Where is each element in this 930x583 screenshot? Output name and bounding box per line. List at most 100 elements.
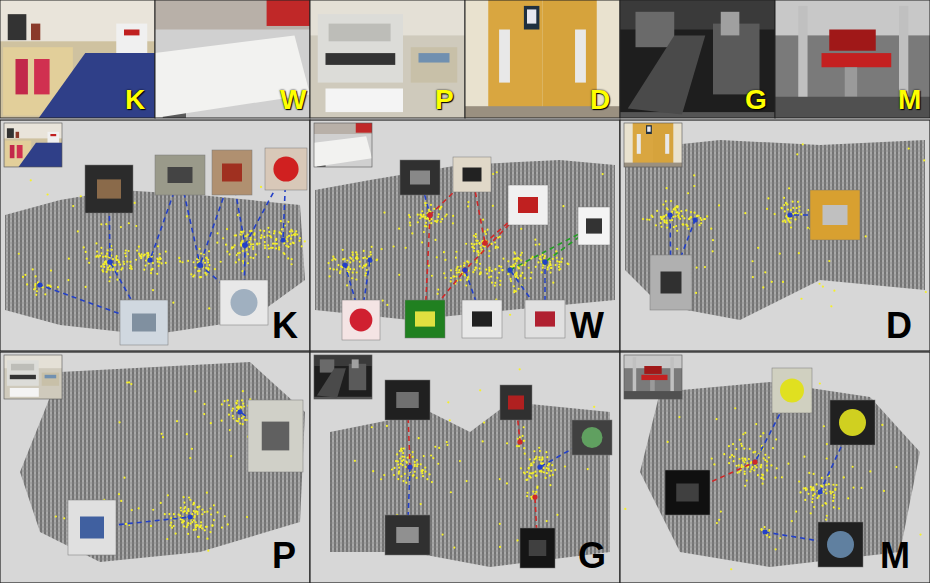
feature-point (68, 258, 70, 260)
feature-point (498, 265, 500, 267)
photo-shape (155, 35, 310, 118)
feature-point (502, 258, 504, 260)
feature-point (706, 215, 708, 217)
feature-point (116, 259, 118, 261)
landmark-dot (462, 267, 467, 272)
feature-point (847, 497, 849, 499)
landmark-dot (242, 242, 247, 247)
feature-point (566, 263, 568, 265)
feature-point (518, 288, 520, 290)
feature-point (811, 498, 813, 500)
feature-point (530, 496, 532, 498)
feature-point (440, 206, 442, 208)
feature-point (260, 237, 262, 239)
panel-border (0, 352, 310, 583)
thumbnail-image (650, 255, 692, 310)
landmark-dot (427, 212, 432, 217)
feature-point (175, 533, 177, 535)
feature-point (761, 529, 763, 531)
feature-point (549, 261, 551, 263)
thumbnail-object (823, 205, 848, 225)
feature-point (417, 214, 419, 216)
feature-point (57, 286, 59, 288)
inset-photo (4, 355, 62, 399)
feature-point (754, 451, 756, 453)
feature-point (198, 270, 200, 272)
feature-point (289, 230, 291, 232)
feature-point (695, 292, 697, 294)
feature-point (490, 275, 492, 277)
scene-letter: K (125, 86, 145, 114)
feature-point (409, 222, 411, 224)
landmark-dot (762, 529, 767, 534)
thumbnail-object (415, 311, 435, 326)
feature-point (515, 272, 517, 274)
feature-point (112, 258, 114, 260)
feature-point (256, 242, 258, 244)
feature-point (741, 464, 743, 466)
feature-point (111, 249, 113, 251)
feature-point (776, 467, 778, 469)
feature-point (238, 406, 240, 408)
feature-point (107, 269, 109, 271)
photo-shape (641, 375, 667, 380)
photo-shape (488, 0, 542, 109)
feature-point (425, 222, 427, 224)
feature-point (349, 268, 351, 270)
feature-point (333, 268, 335, 270)
feature-point (466, 278, 468, 280)
feature-point (455, 251, 457, 253)
feature-point (800, 298, 802, 300)
feature-point (398, 467, 400, 469)
feature-point (242, 260, 244, 262)
feature-point (422, 216, 424, 218)
thumbnail-object (676, 484, 699, 502)
feature-point (798, 209, 800, 211)
feature-point (272, 243, 274, 245)
feature-point (687, 228, 689, 230)
feature-point (260, 237, 262, 239)
feature-point (780, 207, 782, 209)
feature-point (404, 466, 406, 468)
feature-point (558, 269, 560, 271)
thumbnail-object (780, 379, 804, 403)
feature-point (206, 511, 208, 513)
feature-point (430, 204, 432, 206)
thumbnail-image (342, 300, 380, 340)
feature-point (813, 506, 815, 508)
feature-point (170, 517, 172, 519)
photo-shape (644, 366, 661, 374)
feature-point (455, 257, 457, 259)
thumbnail-image (810, 190, 860, 240)
feature-point (544, 477, 546, 479)
feature-point (693, 174, 695, 176)
feature-point (460, 265, 462, 267)
feature-point (757, 247, 759, 249)
scene-photo (155, 0, 310, 118)
feature-point (354, 460, 356, 462)
feature-point (665, 220, 667, 222)
thumbnail-image (578, 207, 610, 245)
map-letter: G (578, 538, 606, 574)
feature-point (195, 521, 197, 523)
feature-point (513, 258, 515, 260)
feature-point (671, 211, 673, 213)
photo-shape (620, 0, 775, 118)
feature-point (242, 270, 244, 272)
feature-point (766, 470, 768, 472)
feature-point (757, 474, 759, 476)
feature-point (208, 307, 210, 309)
thumbnail-object (396, 392, 419, 408)
feature-point (792, 207, 794, 209)
feature-point (524, 453, 526, 455)
feature-point (239, 252, 241, 254)
feature-point (46, 193, 48, 195)
feature-point (485, 268, 487, 270)
feature-point (393, 467, 395, 469)
feature-point (405, 460, 407, 462)
photo-shape (267, 0, 310, 26)
photo-shape (352, 359, 359, 368)
feature-point (201, 508, 203, 510)
feature-point (423, 231, 425, 233)
